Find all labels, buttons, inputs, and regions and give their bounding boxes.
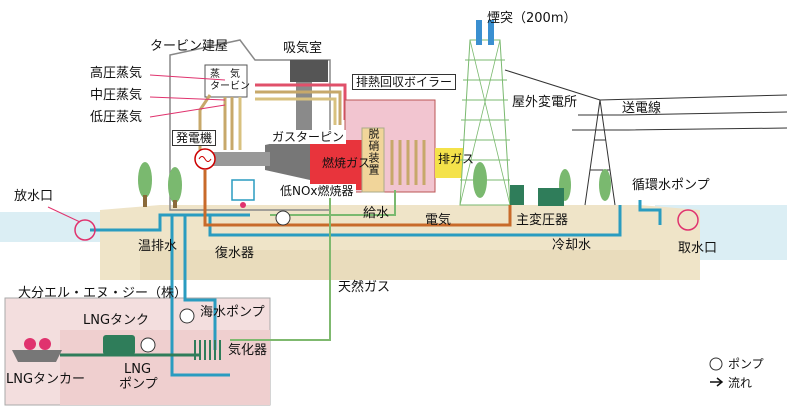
vaporizer-label: 気化器 bbox=[228, 343, 268, 358]
lng-tanker-label: LNGタンカー bbox=[6, 372, 86, 387]
feedwater-line bbox=[270, 190, 396, 216]
outdoor-substation-label: 屋外変電所 bbox=[512, 95, 578, 110]
discharge-outlet-label: 放水口 bbox=[14, 189, 54, 204]
legend-pump-label: ポンプ bbox=[728, 357, 764, 371]
low-pressure-steam-label: 低圧蒸気 bbox=[90, 110, 143, 125]
cooling-water-label: 冷却水 bbox=[552, 238, 592, 253]
lng-tank-label: LNGタンク bbox=[83, 313, 150, 328]
condenser-dot bbox=[240, 202, 246, 208]
condenser-shape bbox=[231, 179, 255, 201]
exhaust-heat-boiler-label: 排熱回収ボイラー bbox=[352, 74, 457, 90]
turbine-shaft bbox=[210, 152, 270, 166]
high-pressure-steam-label: 高圧蒸気 bbox=[90, 66, 143, 81]
exhaust-gas-label: 排ガス bbox=[438, 152, 475, 166]
turbine-building bbox=[169, 39, 331, 211]
seawater-pump-label: 海水ポンプ bbox=[200, 305, 265, 320]
lng-pump-label-1: LNG bbox=[124, 362, 152, 377]
steam-turbine-label-1: 蒸 気 bbox=[210, 69, 240, 80]
main-transformer-label: 主変圧器 bbox=[516, 213, 569, 228]
transmission-tower bbox=[504, 69, 787, 206]
boiler-coils bbox=[390, 140, 426, 185]
electric-line bbox=[203, 170, 512, 227]
feed-water-label: 給水 bbox=[363, 206, 390, 221]
main-transformer bbox=[510, 185, 564, 206]
medium-pressure-steam-label: 中圧蒸気 bbox=[90, 88, 143, 103]
pump-symbols bbox=[140, 210, 723, 371]
transmission-line-label: 送電線 bbox=[622, 101, 662, 116]
chimney-label: 煙突（200m） bbox=[487, 11, 577, 26]
turbine-building-label: タービン建屋 bbox=[150, 39, 229, 54]
lng-tank-shape bbox=[103, 335, 135, 355]
vaporizer-shape bbox=[194, 340, 221, 360]
company-name-label: 大分エル・エヌ・ジー（株） bbox=[18, 286, 188, 301]
lng-tanker-shape bbox=[12, 350, 62, 362]
air-intake-room-shape bbox=[290, 60, 328, 82]
discharge-marker bbox=[74, 219, 96, 241]
natural-gas-label: 天然ガス bbox=[338, 280, 391, 295]
generator-label: 発電機 bbox=[172, 130, 217, 146]
denitration-device-label: 脱硝装置 bbox=[367, 128, 380, 176]
combustion-gas-zone bbox=[310, 140, 370, 190]
circulating-water-pump-label: 循環水ポンプ bbox=[632, 178, 710, 193]
combustion-gas-label: 燃焼ガス bbox=[322, 156, 371, 170]
gas-turbine-shape bbox=[265, 135, 310, 180]
ground-lower bbox=[140, 250, 660, 280]
condenser-label: 復水器 bbox=[215, 246, 255, 261]
electricity-label: 電気 bbox=[425, 213, 452, 228]
intake-port-label: 取水口 bbox=[678, 241, 718, 256]
denitration-zone bbox=[361, 127, 385, 193]
air-intake-room-label: 吸気室 bbox=[283, 41, 323, 56]
legend-flow-label: 流れ bbox=[728, 376, 753, 390]
intake-marker bbox=[677, 209, 699, 231]
lng-pump-label-2: ポンプ bbox=[119, 377, 158, 392]
steam-turbine-label-2: タービン bbox=[210, 81, 250, 92]
trees bbox=[138, 162, 611, 208]
low-nox-combustor-label: 低NOx燃焼器 bbox=[278, 184, 356, 198]
steam-turbine-box bbox=[204, 64, 248, 98]
lng-site-land bbox=[60, 330, 270, 405]
legend-flow-arrow bbox=[710, 377, 724, 387]
gas-turbine-label: ガスターピン bbox=[270, 130, 347, 144]
steam-pointer-lines bbox=[47, 74, 226, 223]
warm-discharge-water-label: 温排水 bbox=[138, 239, 178, 254]
